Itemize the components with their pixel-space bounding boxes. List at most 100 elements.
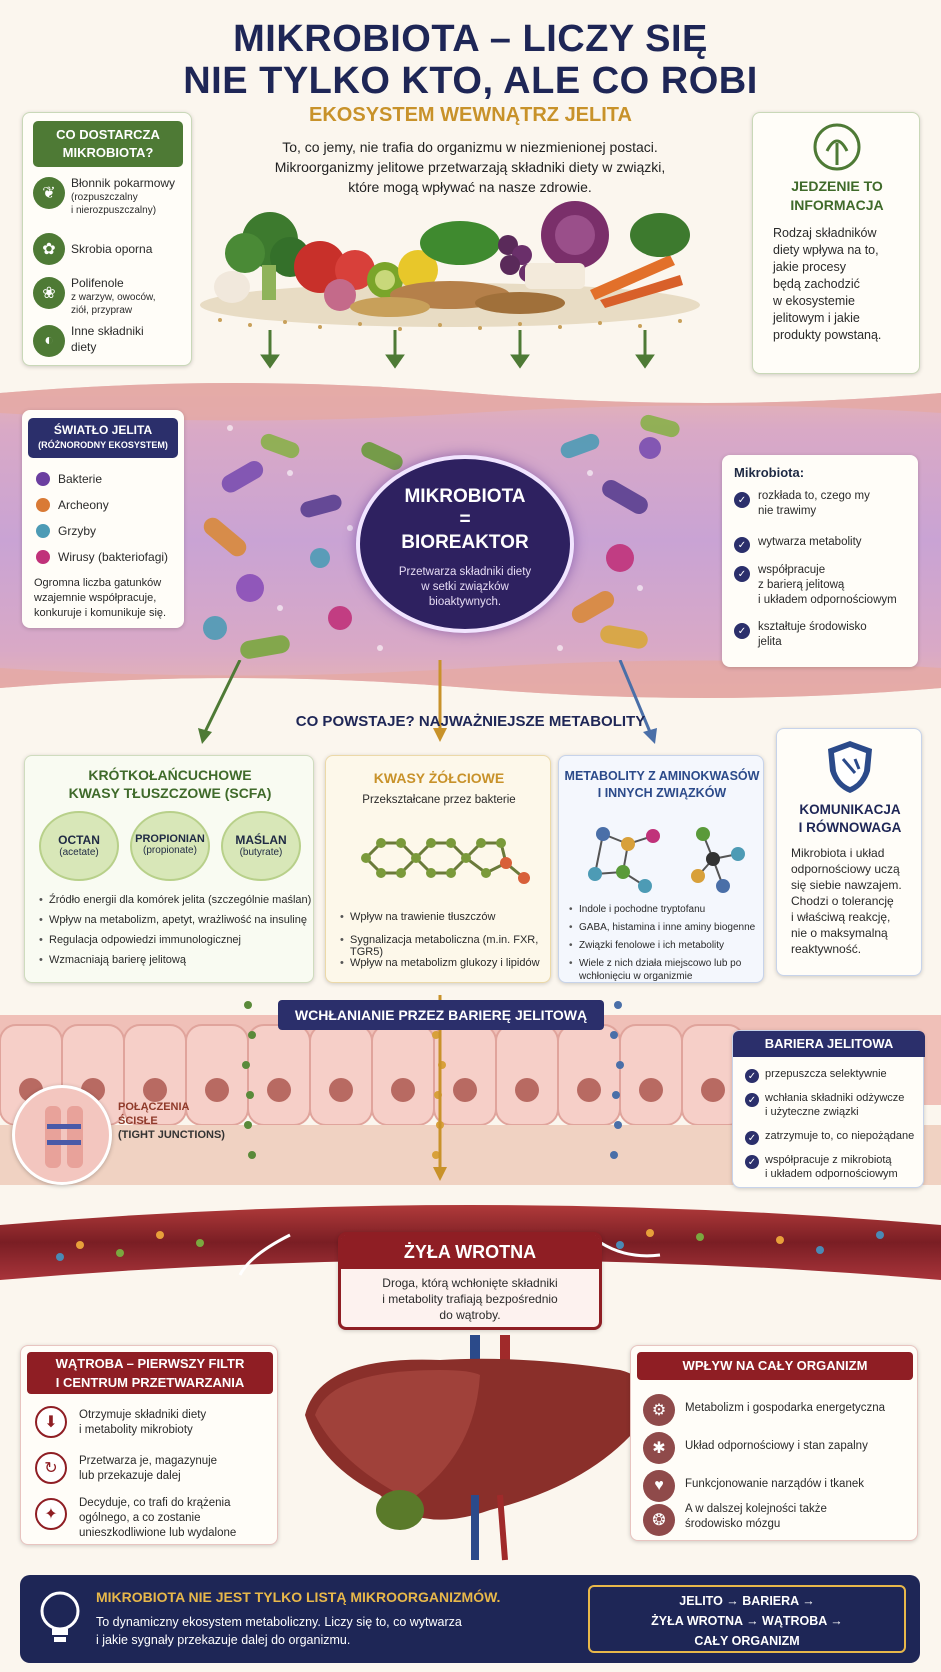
barrier-item: wchłania składniki odżywcze i użyteczne … <box>765 1091 904 1119</box>
body-effect-card: WPŁYW NA CAŁY ORGANIZM ⚙ Metabolizm i go… <box>630 1345 918 1541</box>
info-title: JEDZENIE TO INFORMACJA <box>753 177 921 215</box>
liver-title-line-1: WĄTROBA – PIERWSZY FILTR <box>55 1356 245 1371</box>
body-effect-line: środowisko mózgu <box>685 1518 781 1530</box>
communication-title-line-1: KOMUNIKACJA <box>799 802 901 817</box>
liver-line: Przetwarza je, magazynuje <box>79 1455 218 1467</box>
intro-line-2: Mikroorganizmy jelitowe przetwarzają skł… <box>274 159 666 175</box>
info-line: będą zachodzić <box>773 277 860 291</box>
bioreactor-desc-line: Przetwarza składniki diety <box>398 566 532 578</box>
barrier-item: przepuszcza selektywnie <box>765 1067 887 1081</box>
scfa-bullet: Źródło energii dla komórek jelita (szcze… <box>39 894 311 906</box>
portal-line: do wątroby. <box>439 1308 501 1322</box>
portal-line: Droga, którą wchłonięte składniki <box>382 1276 558 1290</box>
immune-icon: ✱ <box>643 1432 675 1464</box>
info-line: diety wpływa na to, <box>773 243 879 257</box>
bile-card: KWASY ŻÓŁCIOWE Przekształcane przez bakt… <box>325 755 551 983</box>
legend-bacteria: Bakterie <box>58 472 103 486</box>
intro-line-3: które mogą wpływać na nasze zdrowie. <box>348 179 592 195</box>
body-effect-line: A w dalszej kolejności także <box>685 1503 827 1515</box>
supply-item-title: Polifenole <box>71 276 124 290</box>
page-title-line-2: NIE TYLKO KTO, ALE CO ROBI <box>183 60 758 102</box>
legend-viruses: Wirusy (bakteriofagi) <box>58 550 169 564</box>
bile-bullet: Wpływ na metabolizm glukozy i lipidów <box>340 957 539 969</box>
bioreactor-desc-line: w setki związków <box>421 581 509 593</box>
acid-en: (propionate) <box>143 845 197 856</box>
acid-name: OCTAN <box>58 833 100 847</box>
supply-header-line-2: MIKROBIOTA? <box>62 145 154 160</box>
page-title-line-1: MIKROBIOTA – LICZY SIĘ <box>233 18 708 60</box>
liver-title-line-2: I CENTRUM PRZETWARZANIA <box>55 1375 245 1390</box>
bile-title: KWASY ŻÓŁCIOWE <box>373 770 505 786</box>
check-icon: ✓ <box>745 1069 759 1083</box>
supply-item-starch: Skrobia oporna <box>71 241 191 257</box>
barrier-item: zatrzymuje to, co niepożądane <box>765 1129 914 1143</box>
amino-molecule-icon <box>588 827 745 893</box>
bile-sub: Przekształcane przez bakterie <box>362 794 516 806</box>
bile-bullet: Sygnalizacja metaboliczna (m.in. FXR, TG… <box>340 934 550 958</box>
brain-leaf-icon <box>813 123 861 171</box>
role-line: rozkłada to, czego my <box>758 490 870 502</box>
supply-item-title: Błonnik pokarmowy <box>71 176 176 190</box>
supply-item-other: Inne składniki diety <box>71 323 191 355</box>
scfa-title: KRÓTKOŁAŃCUCHOWE KWASY TŁUSZCZOWE (SCFA) <box>25 766 315 802</box>
check-icon: ✓ <box>734 623 750 639</box>
liver-receive-icon: ⬇ <box>35 1406 67 1438</box>
check-icon: ✓ <box>745 1131 759 1145</box>
lumen-note-line: Ogromna liczba gatunków <box>34 577 162 589</box>
bioreactor-desc: Przetwarza składniki diety w setki związ… <box>360 565 570 610</box>
lumen-header-line-1: ŚWIATŁO JELITA <box>53 423 153 437</box>
acid-name: MAŚLAN <box>235 833 287 847</box>
metabolism-icon: ⚙ <box>643 1394 675 1426</box>
scfa-title-line-1: KRÓTKOŁAŃCUCHOWE <box>88 767 252 783</box>
amino-bullet: Indole i pochodne tryptofanu <box>569 904 705 915</box>
info-title-line-1: JEDZENIE TO <box>791 178 883 194</box>
liver-illustration <box>305 1335 647 1561</box>
amino-card: METABOLITY Z AMINOKWASÓW I INNYCH ZWIĄZK… <box>558 755 764 983</box>
role-line: nie trawimy <box>758 505 817 517</box>
check-icon: ✓ <box>734 492 750 508</box>
body-effect-item: Metabolizm i gospodarka energetyczna <box>685 1402 886 1414</box>
lumen-note: Ogromna liczba gatunków wzajemnie współp… <box>34 576 182 621</box>
liver-line: Otrzymuje składniki diety <box>79 1409 207 1421</box>
communication-card: KOMUNIKACJA I RÓWNOWAGA Mikrobiota i ukł… <box>776 728 922 976</box>
tight-line-1: POŁĄCZENIA <box>118 1101 190 1113</box>
supply-card: CO DOSTARCZA MIKROBIOTA? ❦ Błonnik pokar… <box>22 112 192 366</box>
acid-name: PROPIONIAN <box>135 833 205 845</box>
barrier-line: i układem odpornościowym <box>765 1168 898 1180</box>
lumen-to-metabolites-arrows <box>198 660 657 744</box>
amino-title-line-2: I INNYCH ZWIĄZKÓW <box>597 786 727 800</box>
amino-title: METABOLITY Z AMINOKWASÓW I INNYCH ZWIĄZK… <box>559 768 765 802</box>
fungi-icon <box>36 524 50 538</box>
role-line: jelita <box>758 636 782 648</box>
scfa-bullet: Wpływ na metabolizm, apetyt, wrażliwość … <box>39 914 307 926</box>
info-text: Rodzaj składników diety wpływa na to, ja… <box>773 225 913 344</box>
bioreactor-circle: MIKROBIOTA = BIOREAKTOR Przetwarza skład… <box>356 455 574 633</box>
portal-vein-title: ŻYŁA WROTNA <box>341 1235 599 1269</box>
barrier-line: wchłania składniki odżywcze <box>765 1092 905 1104</box>
communication-title: KOMUNIKACJA I RÓWNOWAGA <box>777 801 923 837</box>
food-arrows <box>260 330 655 369</box>
barrier-line: zatrzymuje to, co niepożądane <box>765 1130 915 1142</box>
info-line: produkty powstaną. <box>773 328 882 342</box>
microbiota-role-card: Mikrobiota: ✓ rozkłada to, czego my nie … <box>722 455 918 667</box>
communication-line: Mikrobiota i układ <box>791 846 885 860</box>
amino-title-line-1: METABOLITY Z AMINOKWASÓW <box>564 769 760 783</box>
communication-line: odpornościowy uczą <box>791 862 900 876</box>
shield-icon <box>828 741 872 793</box>
intro-line-1: To, co jemy, nie trafia do organizmu w n… <box>282 139 658 155</box>
info-card: JEDZENIE TO INFORMACJA Rodzaj składników… <box>752 112 920 374</box>
supply-item-detail: i nierozpuszczalny) <box>71 205 157 216</box>
flow-line: ŻYŁA WROTNA → WĄTROBA → <box>651 1614 843 1628</box>
liver-title: WĄTROBA – PIERWSZY FILTR I CENTRUM PRZET… <box>27 1352 273 1394</box>
absorption-title: WCHŁANIANIE PRZEZ BARIERĘ JELITOWĄ <box>278 1000 604 1030</box>
metabolites-title: CO POWSTAJE? NAJWAŻNIEJSZE METABOLITY <box>295 713 646 730</box>
scfa-bullet: Wzmacniają barierę jelitową <box>39 954 186 966</box>
liver-decide-icon: ✦ <box>35 1498 67 1530</box>
acid-en: (butyrate) <box>239 847 283 858</box>
liver-line: ogólnego, a co zostanie <box>79 1512 201 1524</box>
amino-bullet-continued: wchłonięciu w organizmie <box>579 971 693 982</box>
barrier-line: i użyteczne związki <box>765 1106 859 1118</box>
amino-bullet: Związki fenolowe i ich metabolity <box>569 940 724 951</box>
scfa-bullet: Regulacja odpowiedzi immunologicznej <box>39 934 241 946</box>
footer-line: i jakie sygnały przekazuje dalej do orga… <box>96 1633 351 1647</box>
